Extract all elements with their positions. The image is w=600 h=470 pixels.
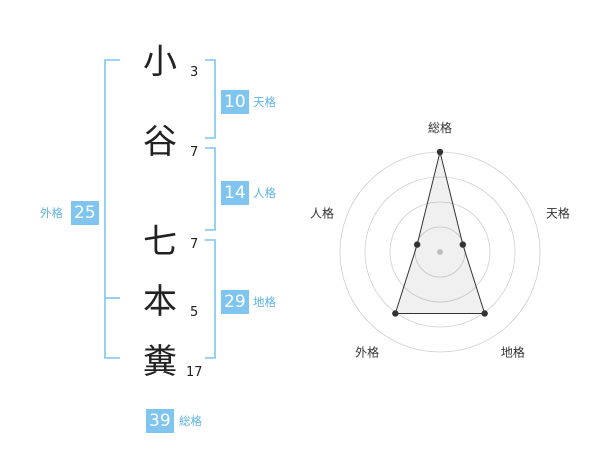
radar-ring-3 xyxy=(364,176,516,328)
soukaku-label: 総格 xyxy=(179,414,202,428)
gaikaku-bracket xyxy=(104,59,120,359)
stroke-count-1: 3 xyxy=(190,65,199,80)
name-char-5: 糞 xyxy=(143,342,177,382)
gaikaku-label: 外格 xyxy=(40,206,63,220)
radar-point-2 xyxy=(459,241,467,248)
name-char-2: 谷 xyxy=(143,122,177,162)
name-char-1: 小 xyxy=(143,42,177,82)
radar-axis-label-5: 人格 xyxy=(310,206,334,221)
jinkaku-label: 人格 xyxy=(253,186,276,200)
stroke-count-3: 7 xyxy=(190,237,199,252)
tenkaku-label: 天格 xyxy=(253,95,276,109)
radar-point-4 xyxy=(392,310,399,317)
radar-ring-2 xyxy=(389,201,491,303)
soukaku-value: 39 xyxy=(146,409,174,433)
radar-axis-label-3: 地格 xyxy=(501,344,525,359)
stroke-count-4: 5 xyxy=(190,305,199,320)
chikaku-label: 地格 xyxy=(253,295,276,309)
radar-axis-label-1: 総格 xyxy=(428,120,452,135)
gaikaku-value: 25 xyxy=(71,201,99,225)
radar-point-5 xyxy=(413,241,421,248)
radar-value-polygon xyxy=(394,151,486,314)
radar-axis-label-2: 天格 xyxy=(546,206,570,221)
jinkaku-bracket xyxy=(205,147,216,231)
tenkaku-bracket xyxy=(205,59,216,139)
stroke-count-2: 7 xyxy=(190,145,199,160)
tenkaku-value: 10 xyxy=(221,90,249,114)
radar-point-3 xyxy=(481,310,488,317)
radar-center xyxy=(437,249,443,255)
chikaku-bracket xyxy=(205,239,216,359)
stroke-count-5: 17 xyxy=(186,365,203,380)
name-char-4: 本 xyxy=(143,282,177,322)
chikaku-value: 29 xyxy=(221,290,249,314)
jinkaku-value: 14 xyxy=(221,181,249,205)
radar-point-1 xyxy=(436,148,444,156)
name-char-3: 七 xyxy=(143,222,177,262)
radar-axis-label-4: 外格 xyxy=(355,344,379,359)
